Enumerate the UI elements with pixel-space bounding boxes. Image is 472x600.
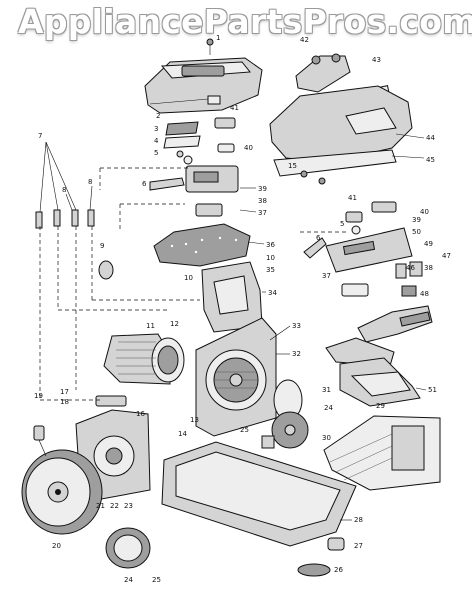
callout-5: 5: [154, 149, 158, 157]
cover-plate: [153, 223, 251, 267]
callout-24b: 24: [324, 404, 333, 412]
callout-36: 36: [266, 241, 275, 249]
base-housing: [161, 441, 357, 547]
callout-15: 15: [288, 162, 297, 170]
motor: [103, 333, 185, 385]
callout-37b: 37: [322, 272, 331, 280]
callout-6b: 6: [316, 234, 321, 242]
callout-32: 32: [292, 350, 301, 358]
callout-6: 6: [142, 180, 147, 188]
callout-13: 13: [190, 416, 199, 424]
callout-23: 23: [124, 502, 133, 510]
callout-16: 16: [136, 410, 145, 418]
wheel: [105, 527, 151, 569]
callout-18: 18: [60, 398, 69, 406]
callout-46: 46: [406, 264, 415, 272]
screw: [206, 38, 214, 55]
callout-37: 37: [258, 209, 267, 217]
callout-2: 2: [156, 112, 160, 120]
callout-11: 11: [146, 322, 155, 330]
callout-22: 22: [110, 502, 119, 510]
callout-25: 25: [152, 576, 161, 584]
callout-9: 9: [100, 242, 104, 250]
watermark-logo: AppliancePartsPros.com: [18, 2, 472, 41]
callout-40b: 40: [420, 208, 429, 216]
callout-12: 12: [170, 320, 179, 328]
callout-41: 41: [230, 104, 239, 112]
callout-42: 42: [300, 36, 309, 44]
caster: [297, 537, 345, 577]
callout-50: 50: [412, 228, 421, 236]
dust-bag: [323, 415, 441, 491]
bumper-strip: [149, 177, 185, 191]
callout-8: 8: [62, 186, 66, 194]
callout-47: 47: [442, 252, 451, 260]
cord-reel: [21, 449, 103, 535]
callout-14: 14: [178, 430, 187, 438]
top-cover: [144, 57, 263, 114]
callout-20: 20: [52, 542, 61, 550]
callout-24: 24: [124, 576, 133, 584]
callout-51: 51: [428, 386, 437, 394]
callout-38b: 38: [424, 264, 433, 272]
callout-8b: 8: [88, 178, 92, 186]
callout-48: 48: [420, 290, 429, 298]
callout-4: 4: [154, 137, 159, 145]
callout-44: 44: [426, 134, 435, 142]
callout-43: 43: [372, 56, 381, 64]
callout-25b: 25: [240, 426, 249, 434]
callout-19: 19: [34, 392, 43, 400]
control-tray: [303, 201, 423, 297]
callout-38: 38: [258, 197, 267, 205]
callout-17: 17: [60, 388, 69, 396]
callout-41b: 41: [348, 194, 357, 202]
fan-shroud: [195, 317, 277, 437]
callout-10b: 10: [266, 254, 275, 262]
callout-34: 34: [268, 289, 277, 297]
callout-35: 35: [266, 266, 275, 274]
callout-45: 45: [426, 156, 435, 164]
callout-29: 29: [376, 402, 385, 410]
callout-27: 27: [354, 542, 363, 550]
rear-wheel-assembly: [261, 379, 309, 449]
callout-33: 33: [292, 322, 301, 330]
callout-28: 28: [354, 516, 363, 524]
left-fasteners: [35, 209, 114, 280]
hood-cover: [269, 53, 413, 185]
filter-pad: [163, 121, 201, 158]
callout-30: 30: [322, 434, 331, 442]
callout-26: 26: [334, 566, 343, 574]
switch-assembly: [183, 117, 239, 217]
callout-7: 7: [38, 132, 42, 140]
callout-3: 3: [154, 125, 158, 133]
front-housing: [201, 261, 263, 333]
callout-39b: 39: [412, 216, 421, 224]
callout-1: 1: [216, 34, 220, 42]
callout-49: 49: [424, 240, 433, 248]
attachment-tools: [325, 305, 433, 407]
power-plug: [33, 425, 47, 457]
callout-21: 21: [96, 502, 105, 510]
callout-39: 39: [258, 185, 267, 193]
callout-5b: 5: [340, 220, 344, 228]
callout-40: 40: [244, 144, 253, 152]
callout-31: 31: [322, 386, 331, 394]
callout-10: 10: [184, 274, 193, 282]
